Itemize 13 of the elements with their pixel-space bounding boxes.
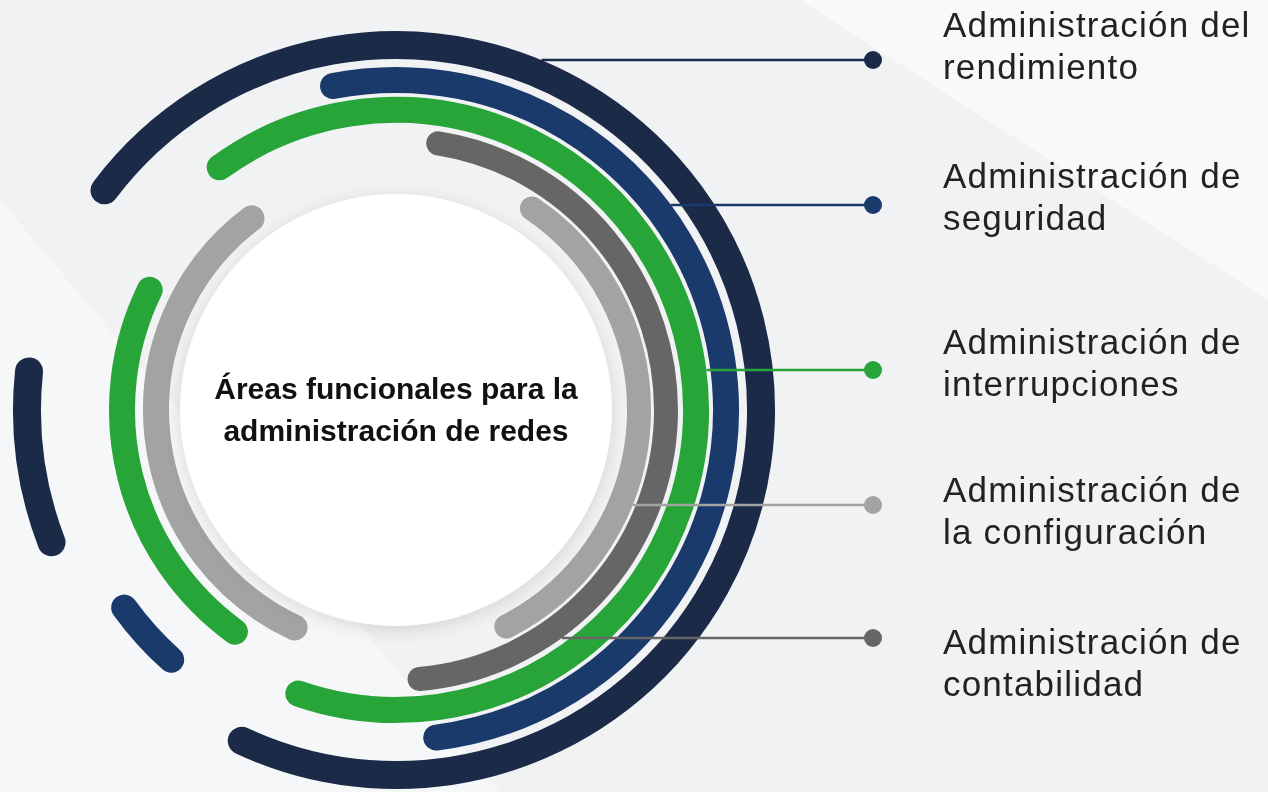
- ring-arc: [13, 357, 66, 557]
- ring-arc: [90, 31, 775, 789]
- leader-line: [541, 51, 882, 69]
- leader-line: [671, 196, 882, 214]
- area-label: Administración de la configuración: [943, 469, 1243, 553]
- area-label: Administración de interrupciones: [943, 321, 1243, 405]
- center-title: Áreas funcionales para la administración de redes: [213, 371, 579, 449]
- leader-line: [632, 496, 882, 514]
- area-label: Administración de contabilidad: [943, 621, 1243, 705]
- area-label: Administración del rendimiento: [943, 4, 1252, 88]
- leader-line: [561, 629, 882, 647]
- leader-line: [706, 361, 882, 379]
- area-label: Administración de seguridad: [943, 155, 1243, 239]
